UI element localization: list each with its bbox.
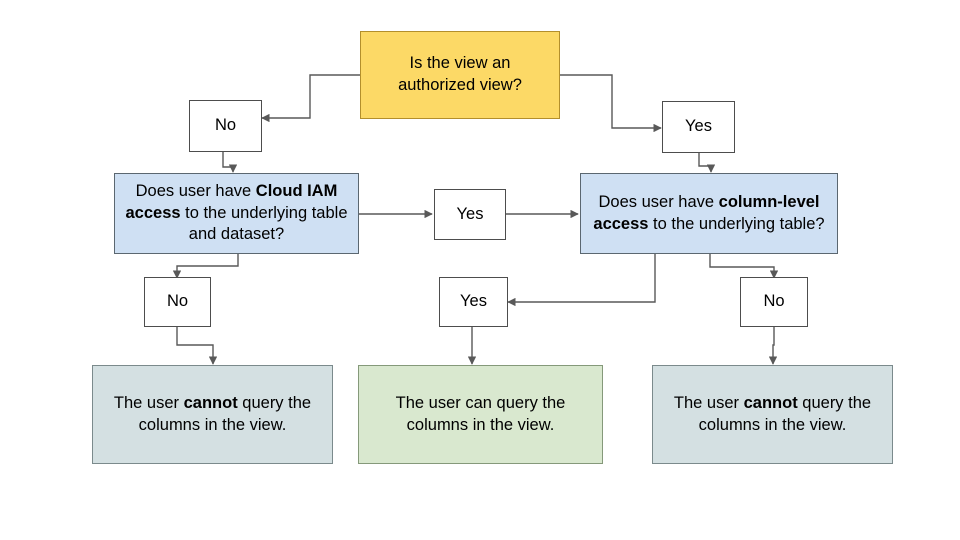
edge-authorized-to-yes bbox=[560, 74, 662, 133]
node-label: Yes bbox=[460, 292, 487, 311]
edge-no-left-to-result bbox=[176, 327, 218, 365]
edge-cloudiam-to-no-left bbox=[172, 254, 239, 279]
edge-columnlevel-to-yes-lower bbox=[507, 254, 656, 307]
edge-yes-to-columnlevel bbox=[698, 153, 716, 173]
node-branch-yes-top[interactable]: Yes bbox=[662, 101, 735, 153]
node-label: Yes bbox=[456, 204, 484, 223]
node-label: The user cannot query the columns in the… bbox=[673, 393, 872, 434]
node-label: No bbox=[166, 292, 189, 311]
node-branch-no-right[interactable]: No bbox=[740, 277, 808, 327]
node-label: Is the view an authorized view? bbox=[398, 54, 522, 94]
node-label: Yes bbox=[685, 117, 712, 136]
node-label: Does user have Cloud IAM access to the u… bbox=[125, 181, 348, 244]
node-label: No bbox=[214, 116, 237, 135]
edge-no-to-cloudiam bbox=[222, 152, 238, 173]
node-column-level-access[interactable]: Does user have column-level access to th… bbox=[580, 173, 838, 254]
edge-no-right-to-result bbox=[768, 327, 778, 365]
edge-columnlevel-to-no-right bbox=[709, 254, 779, 279]
node-cloud-iam-access[interactable]: Does user have Cloud IAM access to the u… bbox=[114, 173, 359, 254]
node-branch-no-top[interactable]: No bbox=[189, 100, 262, 152]
node-label: No bbox=[763, 292, 785, 311]
node-is-authorized-view[interactable]: Is the view an authorized view? bbox=[360, 31, 560, 119]
node-result-cannot-right[interactable]: The user cannot query the columns in the… bbox=[652, 365, 893, 464]
node-branch-yes-lower[interactable]: Yes bbox=[439, 277, 508, 327]
node-label: Does user have column-level access to th… bbox=[593, 192, 825, 233]
node-label: The user can query the columns in the vi… bbox=[395, 393, 566, 434]
node-label: The user cannot query the columns in the… bbox=[113, 393, 312, 434]
node-branch-yes-middle[interactable]: Yes bbox=[434, 189, 506, 240]
node-result-can-center[interactable]: The user can query the columns in the vi… bbox=[358, 365, 603, 464]
node-branch-no-left[interactable]: No bbox=[144, 277, 211, 327]
node-result-cannot-left[interactable]: The user cannot query the columns in the… bbox=[92, 365, 333, 464]
edge-authorized-to-no bbox=[261, 74, 360, 123]
